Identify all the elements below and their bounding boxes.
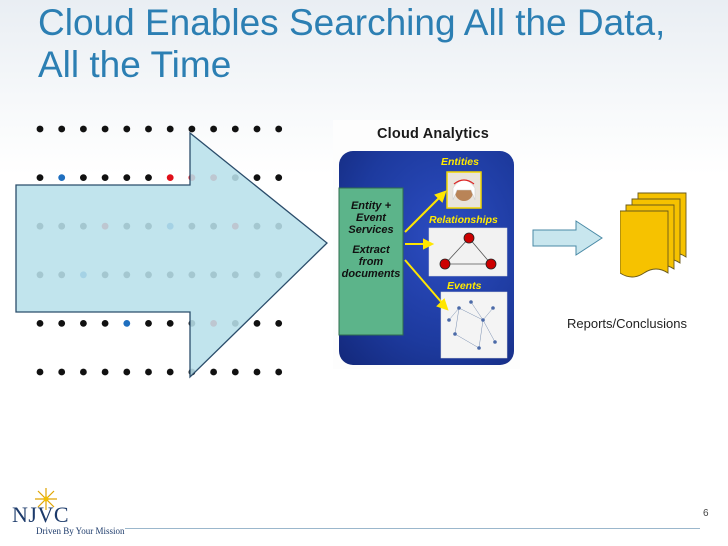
dot	[101, 320, 109, 327]
cloud-analytics-graphic: Cloud Analytics	[333, 120, 520, 369]
dot	[145, 368, 152, 376]
dot	[166, 320, 174, 327]
services-box	[338, 187, 404, 336]
dot	[210, 125, 218, 133]
dot	[36, 368, 44, 376]
dot	[101, 174, 109, 182]
documents-icon	[620, 192, 687, 278]
rel-edge	[444, 237, 470, 265]
reports-conclusions-label: Reports/Conclusions	[567, 316, 687, 331]
dot	[166, 125, 174, 133]
logo-name: NJVC	[12, 502, 70, 527]
cloud-analytics-title: Cloud Analytics	[377, 126, 490, 142]
flow-arrow-shape	[532, 220, 603, 256]
dot	[253, 174, 261, 182]
dot	[253, 125, 261, 133]
yellow-arrows	[404, 190, 449, 311]
services-line: from	[358, 256, 384, 268]
star-icon	[35, 488, 57, 510]
dot	[188, 125, 196, 133]
dot	[231, 368, 239, 376]
rel-node	[463, 232, 475, 244]
dot	[80, 174, 87, 182]
services-line: documents	[341, 268, 401, 280]
rel-node	[485, 258, 497, 270]
dot	[58, 320, 66, 327]
rel-edge	[468, 237, 492, 265]
events-label: Events	[447, 280, 482, 292]
dot	[80, 320, 87, 327]
entity-band	[453, 179, 475, 185]
njvc-logo: NJVC Driven By Your Mission	[6, 488, 126, 544]
dot	[253, 368, 261, 376]
analytics-diagram	[338, 171, 508, 359]
page-number: 6	[703, 508, 709, 519]
dot-blue	[123, 320, 131, 327]
flow-arrow	[532, 220, 603, 256]
rel-node	[439, 258, 451, 270]
big-arrow-shape	[15, 131, 328, 379]
dot	[101, 125, 109, 133]
dot	[166, 368, 174, 376]
services-line: Event	[356, 212, 386, 224]
dot	[101, 368, 109, 376]
dot-blue	[58, 174, 66, 182]
entity-headwear	[452, 179, 476, 201]
footer-divider	[125, 528, 700, 529]
document-sheet	[620, 210, 669, 278]
dot	[80, 368, 87, 376]
services-line: Services	[348, 224, 394, 236]
dot	[253, 320, 261, 327]
dot	[123, 125, 131, 133]
logo-tagline: Driven By Your Mission	[36, 526, 125, 536]
dot	[80, 125, 87, 133]
dot	[36, 125, 44, 133]
dot	[275, 174, 283, 182]
slide-title: Cloud Enables Searching All the Data, Al…	[38, 2, 666, 85]
dot	[58, 125, 66, 133]
dot	[275, 320, 283, 327]
services-text: Entity + Event Services Extract from doc…	[339, 200, 403, 280]
events-network	[448, 301, 496, 349]
dot	[275, 125, 283, 133]
dot	[210, 368, 218, 376]
dot	[231, 125, 239, 133]
dot	[145, 125, 152, 133]
star-core	[43, 496, 49, 502]
dot	[123, 174, 131, 182]
services-line: Entity +	[350, 200, 392, 212]
services-line: Extract	[352, 244, 390, 256]
dot	[145, 174, 152, 182]
events-graph	[440, 291, 508, 359]
entities-label: Entities	[441, 156, 479, 168]
dot	[58, 368, 66, 376]
dot	[123, 368, 131, 376]
dot	[36, 174, 44, 182]
dot-red	[166, 174, 174, 182]
relationships-label: Relationships	[429, 214, 498, 226]
events-nodes	[447, 300, 497, 350]
dot	[275, 368, 283, 376]
dot	[145, 320, 152, 327]
dot	[36, 320, 44, 327]
